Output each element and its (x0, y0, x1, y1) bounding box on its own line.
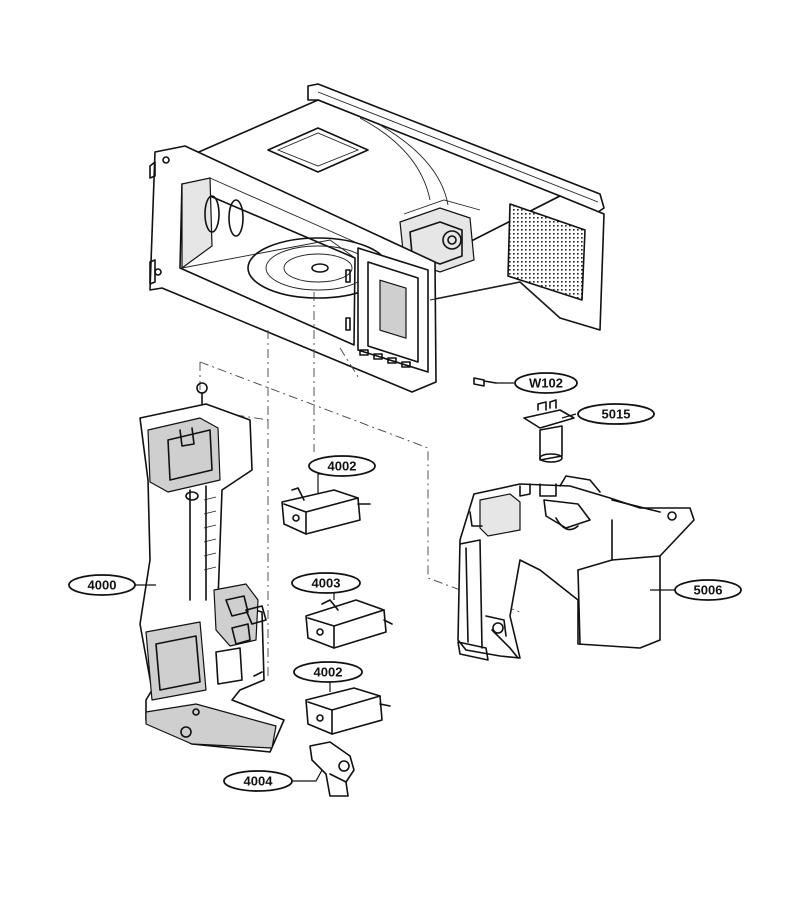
callout-4002-lower: 4002 (293, 661, 363, 683)
callout-4004: 4004 (223, 770, 293, 792)
callout-label-5006: 5006 (694, 583, 723, 598)
callout-w102: W102 (514, 372, 578, 394)
callout-label-4002-upper: 4002 (328, 459, 357, 474)
lever-4004 (309, 741, 355, 797)
callout-label-4003: 4003 (312, 576, 341, 591)
callout-5015: 5015 (577, 403, 655, 425)
callout-label-4004: 4004 (244, 774, 274, 789)
leader-4002-upper (317, 473, 326, 494)
callout-4003: 4003 (291, 572, 361, 594)
callout-5006: 5006 (674, 579, 742, 601)
leader-4004 (290, 769, 323, 782)
callout-label-4002-lower: 4002 (314, 665, 343, 680)
callout-4000: 4000 (68, 574, 136, 596)
callout-label-w102: W102 (529, 376, 563, 391)
callout-label-5015: 5015 (602, 407, 631, 422)
callout-4002-upper: 4002 (308, 455, 376, 477)
microswitch-4003 (305, 599, 393, 649)
leader-5015 (561, 413, 577, 419)
microswitch-4002-upper (281, 487, 371, 535)
leader-lines (134, 382, 676, 782)
latch-board-4000 (139, 382, 285, 753)
callout-label-4000: 4000 (88, 578, 117, 593)
fuse-holder-5015 (523, 399, 575, 463)
oven-cavity-chassis (149, 83, 605, 393)
screw-w102 (473, 377, 497, 387)
microswitch-4002-lower (305, 687, 391, 735)
bracket-duct-5006 (457, 475, 695, 661)
